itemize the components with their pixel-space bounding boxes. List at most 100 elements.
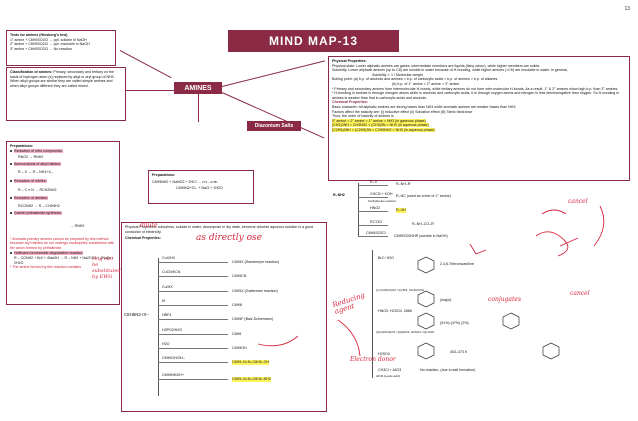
rnhr-product: R–NH–R' bbox=[396, 182, 412, 186]
para-label: (major) bbox=[440, 298, 452, 302]
benzene-ring-icon bbox=[542, 342, 560, 360]
benzene-ring-icon bbox=[417, 256, 435, 274]
product: C6H5OH bbox=[232, 346, 247, 350]
arrow-line bbox=[158, 305, 228, 306]
hinsberg-line-3: 3° amine + C6H5SO2Cl → No reaction bbox=[10, 46, 73, 51]
arrow-line bbox=[158, 276, 228, 277]
benzene-ring-icon bbox=[417, 342, 435, 360]
product: C6H5F (Balz-Schiemann) bbox=[232, 317, 273, 321]
handwritten-note: dilute bbox=[140, 222, 158, 229]
handwritten-note: conjugates bbox=[488, 296, 522, 303]
bromine-reagent: Br2 / H2O bbox=[378, 256, 394, 260]
reagent: HBF4 bbox=[162, 313, 172, 317]
phys-line: Solubility ∝ 1 / Molecular weight bbox=[372, 72, 423, 77]
chem-factors: Factors affect the basicity are: (i) Ind… bbox=[332, 109, 473, 114]
rnh2-label: R–NH2 bbox=[333, 193, 345, 197]
sulf-reagent: H2SO4 bbox=[378, 352, 390, 356]
prep-eq: RNO2 → RNH2 bbox=[18, 155, 44, 160]
arrow-line bbox=[158, 291, 228, 292]
phys-line: Boiling point: (a) b.p. of alcohols and … bbox=[332, 77, 498, 82]
classification-title: Classification of amines: bbox=[10, 70, 53, 74]
diaz-reactant: C6H5N2+X– bbox=[124, 312, 149, 317]
page-number: 13 bbox=[624, 6, 630, 12]
preparations-box: Preparations: Reduction of nitro compoun… bbox=[6, 141, 120, 305]
arrow-line bbox=[158, 262, 228, 263]
acetyl-reagent: (i) (CH3CO)2O / (ii) Br2, CH3COOH bbox=[376, 288, 425, 292]
diaz-prep-title: Preparations: bbox=[152, 173, 176, 177]
product: C6H5X (Sandmeyer reaction) bbox=[232, 260, 280, 264]
prep-item: Reduction of nitriles: bbox=[10, 178, 116, 184]
hinsberg-box: Tests for amines (Hinsberg's test) 1° am… bbox=[6, 30, 116, 66]
chem-order-intro: Thus, the order of basicity of amines is bbox=[332, 114, 394, 119]
chem-order-3: (C2H5)2NH > (C2H5)3N > C2H5NH2 > NH3 (in… bbox=[332, 127, 435, 132]
chem-basic: Basic character: All aliphatic amines ar… bbox=[332, 104, 517, 109]
prep-note: * The amine formed by this reaction cont… bbox=[10, 265, 82, 270]
physical-properties-box: Physical Properties: Physical state: Low… bbox=[328, 56, 630, 181]
benzene-ring-icon bbox=[502, 312, 520, 330]
prep-item: Hoffmann bromamide degradation reaction: bbox=[10, 251, 116, 256]
diaz-physical: Physical Properties: colourless, soluble… bbox=[125, 225, 313, 234]
nitro-percentages: (51%) (47%) (2%) bbox=[440, 321, 469, 325]
diaz-tree-trunk bbox=[158, 258, 159, 396]
friedel-reagent: CH3Cl + AlCl3 bbox=[378, 368, 402, 372]
arrow-line bbox=[358, 225, 388, 226]
hinsberg-line-2: 2° amine + C6H5SO2Cl → ppt. insoluble in… bbox=[10, 42, 90, 47]
product: C6H6 bbox=[232, 332, 242, 336]
handwritten-note: as directly ose bbox=[196, 233, 262, 243]
diaz-prep-eq1: C6H5NH2 + NaNO2 + 2HCl → 273 – 278K bbox=[152, 179, 218, 184]
amide-product: R–NH–CO–R' bbox=[412, 222, 435, 226]
hinsberg-line-1: 1° amine + C6H5SO2Cl → ppt. soluble in N… bbox=[10, 37, 87, 42]
chcl3-reagent: CHCl3 + KOH bbox=[370, 192, 393, 196]
arrow-line bbox=[358, 236, 388, 237]
nitration-reagent: HNO3, H2SO4, 288K bbox=[378, 309, 413, 313]
chem-order-2: (CH3)2NH > CH3NH2 > (CH3)3N > NH3 (in aq… bbox=[332, 123, 429, 128]
reagent: Cu/HX bbox=[162, 285, 173, 289]
diazonium-props-box: Physical Properties: colourless, soluble… bbox=[121, 222, 327, 412]
prep-item: Ammonolysis of alkyl halides: bbox=[10, 161, 116, 167]
rcocl-reagent: R'COCl bbox=[370, 220, 383, 224]
arrow-line bbox=[158, 319, 228, 320]
prep-eq: R – X → R – NH3+X– bbox=[18, 170, 53, 175]
sulfonyl-reagent: C6H5SO2Cl bbox=[366, 231, 386, 235]
lewis-note: AlCl3 (Lewis acid) bbox=[376, 374, 401, 378]
chem-title: Chemical Properties: bbox=[332, 100, 368, 105]
product: C6H5CN bbox=[232, 274, 247, 278]
tribromo-product: 2,4,6-Tribromoaniline bbox=[440, 262, 474, 266]
prep-item: Reduction of nitro compounds: bbox=[10, 148, 116, 154]
diaz-prep-eq2: C6H5N2+Cl– + NaCl + 2H2O bbox=[176, 186, 223, 191]
arrow-line bbox=[358, 185, 388, 186]
phys-line: * H-bonding in amines is through nitroge… bbox=[332, 91, 620, 100]
arrow-line bbox=[358, 197, 388, 198]
handwritten-note: cancel bbox=[570, 290, 590, 297]
arrow-line bbox=[158, 348, 228, 349]
hno2-reagent: HNO2 bbox=[370, 206, 380, 210]
prep-eq: R – CONH2 + Br2 + 4NaOH → R – NH2 + Na2C… bbox=[14, 255, 114, 265]
prep-item: Reduction of amides: bbox=[10, 196, 116, 201]
prep-note: * Aromatic primary amines cannot be prep… bbox=[10, 236, 115, 250]
phys-line: Physical state: Lower aliphatic amines a… bbox=[332, 63, 541, 68]
rnh2-trunk bbox=[358, 183, 359, 237]
arrow-line bbox=[158, 334, 228, 335]
acet-nitro-reagent: (i)(CH3CO)2O / (ii)HNO3, H2SO4 / (iii) H… bbox=[376, 330, 435, 334]
benzene-ring-icon bbox=[417, 312, 435, 330]
aniline-trunk bbox=[372, 250, 373, 378]
page-title: MIND MAP-13 bbox=[228, 30, 399, 52]
prep-eq: RCONH2 → R – CH2NH2 bbox=[18, 203, 60, 208]
reagent: KI bbox=[162, 299, 166, 303]
hinsberg-title: Tests for amines (Hinsberg's test) bbox=[10, 33, 68, 37]
phys-line: (b) b.p. of 1° amine > 2° amine > 3° ami… bbox=[392, 81, 460, 86]
prep-eq: → RNH2 bbox=[70, 223, 85, 228]
rx-reagent: R–X bbox=[370, 180, 377, 184]
handwritten-note: ring can be substituted by EWG bbox=[92, 256, 121, 280]
no-reaction: No reaction, (due to salt formation) bbox=[420, 368, 476, 372]
prep-item: Gabriel phthalimide synthesis: bbox=[10, 211, 116, 216]
connector bbox=[126, 90, 174, 91]
rnc-product: R–NC (used as a test of 1° amine) bbox=[396, 194, 451, 198]
diazonium-topic: Diazonium Salts bbox=[247, 121, 301, 131]
reagent: H3PO2/H2O bbox=[162, 328, 183, 332]
reagent: C6H5OH/OH– bbox=[162, 356, 185, 360]
carbylamine-label: Carbylamine reaction bbox=[368, 199, 397, 203]
prep-eq: R – C ≡ N → RCH2NH2 bbox=[18, 187, 57, 192]
classification-box: Classification of amines: Primary, secon… bbox=[6, 67, 126, 121]
